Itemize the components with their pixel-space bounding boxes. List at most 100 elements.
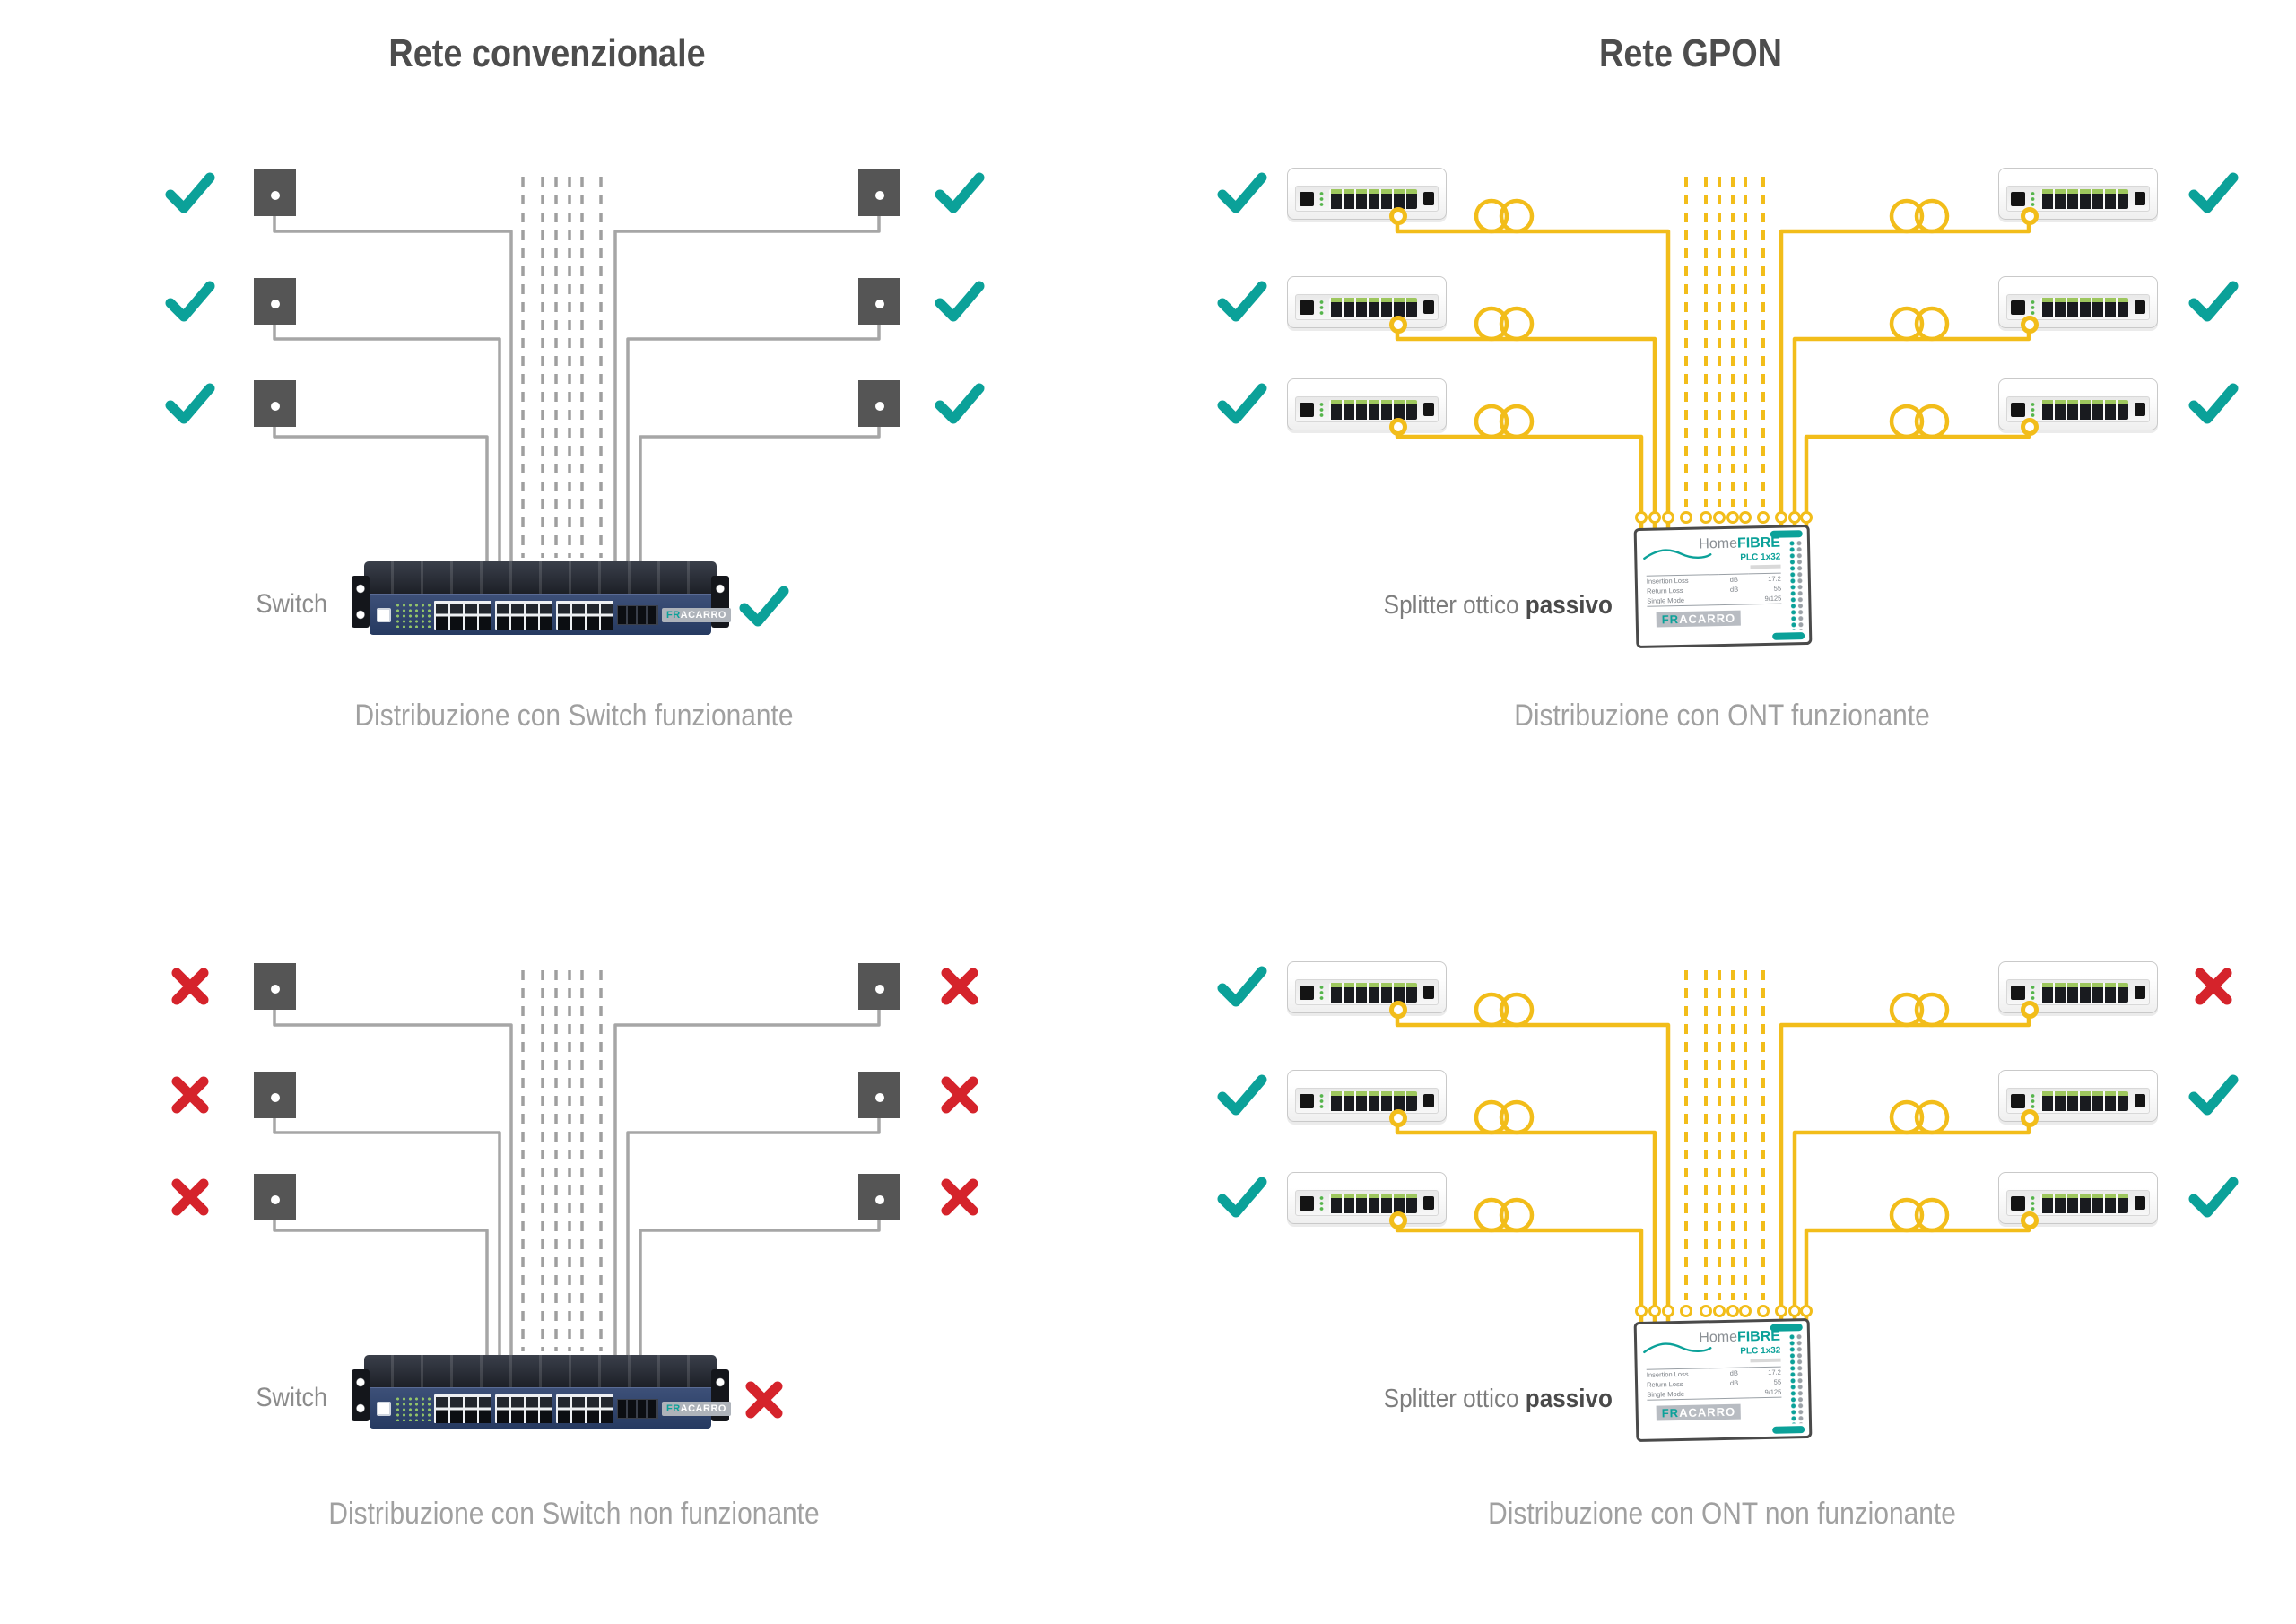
ont-fiber-port bbox=[1389, 1109, 1407, 1127]
ont-fiber-port bbox=[2021, 1211, 2039, 1229]
ethernet-port-group bbox=[556, 600, 613, 630]
ont-power-port bbox=[1423, 1196, 1434, 1210]
brand-badge: FRACARRO bbox=[662, 607, 731, 622]
wall-socket bbox=[858, 169, 900, 216]
ont-ethernet-ports bbox=[2040, 188, 2128, 209]
fiber-riser-bundle bbox=[1684, 177, 1765, 507]
ont-device bbox=[1998, 168, 2158, 225]
check-icon bbox=[165, 383, 215, 424]
ont-power-port bbox=[2135, 192, 2145, 205]
ont-sc-port bbox=[2011, 300, 2025, 315]
check-icon bbox=[2188, 1074, 2239, 1116]
ont-fiber-port bbox=[1389, 1001, 1407, 1019]
ont-device bbox=[1287, 961, 1447, 1019]
socket-port-dot bbox=[874, 985, 884, 994]
console-port bbox=[377, 607, 391, 622]
brand-badge: FRACARRO bbox=[1656, 1403, 1742, 1421]
fiber-coil bbox=[1914, 1099, 1950, 1135]
check-icon bbox=[1217, 383, 1267, 424]
fiber-coil bbox=[1499, 306, 1535, 342]
switch-device: FRACARRO bbox=[352, 561, 731, 640]
wave-logo-icon bbox=[1643, 1342, 1712, 1354]
ont-fiber-port bbox=[2021, 1001, 2039, 1019]
ont-sc-port bbox=[2011, 985, 2025, 1000]
check-icon bbox=[935, 281, 985, 322]
ont-leds bbox=[1318, 1194, 1326, 1211]
cross-icon bbox=[941, 1076, 978, 1114]
ont-leds bbox=[1318, 299, 1326, 316]
ont-sc-port bbox=[2011, 191, 2025, 206]
ont-ethernet-ports bbox=[2040, 1090, 2128, 1111]
ont-sc-port bbox=[2011, 1195, 2025, 1211]
cross-icon bbox=[171, 968, 209, 1005]
ont-ethernet-ports bbox=[1329, 188, 1417, 209]
fiber-coil bbox=[1914, 992, 1950, 1028]
ont-sc-port bbox=[1300, 985, 1314, 1000]
socket-port-dot bbox=[270, 402, 280, 412]
ont-sc-port bbox=[1300, 191, 1314, 206]
check-icon bbox=[1217, 1074, 1267, 1116]
ont-leds bbox=[1318, 190, 1326, 207]
fiber-cables bbox=[1395, 984, 2031, 1330]
switch-label: Switch bbox=[256, 1383, 327, 1412]
splitter-port-node bbox=[1775, 511, 1787, 524]
ont-ethernet-ports bbox=[2040, 982, 2128, 1003]
socket-port-dot bbox=[874, 191, 884, 201]
ont-sc-port bbox=[1300, 1093, 1314, 1108]
ont-power-port bbox=[2135, 403, 2145, 416]
ont-leds bbox=[2029, 1194, 2037, 1211]
fiber-coil bbox=[1914, 1197, 1950, 1233]
splitter-port-node bbox=[1680, 511, 1692, 524]
cross-icon bbox=[171, 1178, 209, 1216]
check-icon bbox=[935, 172, 985, 213]
conventional-working-wires bbox=[273, 177, 881, 619]
splitter-port-node bbox=[1757, 511, 1770, 524]
cable-riser-bundle bbox=[521, 177, 603, 558]
splitter-port-node bbox=[1800, 1305, 1813, 1317]
splitter-code-line bbox=[1750, 1358, 1781, 1363]
sfp-slots bbox=[617, 1398, 658, 1419]
splitter-port-node bbox=[1757, 1305, 1770, 1317]
switch-front-panel: FRACARRO bbox=[370, 1387, 731, 1429]
ont-device bbox=[1998, 1172, 2158, 1229]
wall-socket bbox=[254, 169, 296, 216]
splitter-port-node bbox=[1662, 1305, 1674, 1317]
splitter-port-node bbox=[1680, 1305, 1692, 1317]
socket-port-dot bbox=[874, 1195, 884, 1205]
fiber-coil bbox=[1914, 404, 1950, 439]
cross-icon bbox=[171, 1076, 209, 1114]
socket-port-dot bbox=[270, 1195, 280, 1205]
fiber-coil bbox=[1914, 198, 1950, 234]
ont-power-port bbox=[1423, 1094, 1434, 1107]
ont-device bbox=[1287, 276, 1447, 334]
switch-label: Switch bbox=[256, 589, 327, 619]
splitter-port-node bbox=[1726, 1305, 1739, 1317]
switch-chassis bbox=[364, 561, 717, 595]
wall-socket bbox=[254, 1174, 296, 1220]
conventional-broken-wires bbox=[273, 970, 881, 1412]
ont-power-port bbox=[2135, 1094, 2145, 1107]
ont-sc-port bbox=[1300, 300, 1314, 315]
switch-chassis bbox=[364, 1355, 717, 1389]
ont-device bbox=[1998, 961, 2158, 1019]
ont-power-port bbox=[1423, 300, 1434, 314]
splitter-port-node bbox=[1713, 1305, 1726, 1317]
rack-ear bbox=[352, 1369, 370, 1421]
ont-ethernet-ports bbox=[1329, 1193, 1417, 1213]
ethernet-port-group bbox=[495, 600, 552, 630]
splitter-port-node bbox=[1788, 1305, 1801, 1317]
ont-fiber-port bbox=[1389, 207, 1407, 225]
splitter-port-node bbox=[1775, 1305, 1787, 1317]
splitter-code-line bbox=[1750, 564, 1781, 569]
splitter-port-node bbox=[1739, 1305, 1752, 1317]
ont-power-port bbox=[1423, 986, 1434, 999]
wall-socket bbox=[858, 278, 900, 325]
splitter-port-node bbox=[1635, 1305, 1648, 1317]
ont-leds bbox=[1318, 1092, 1326, 1109]
gpon-broken-wires bbox=[1395, 970, 2031, 1330]
ont-leds bbox=[2029, 984, 2037, 1001]
